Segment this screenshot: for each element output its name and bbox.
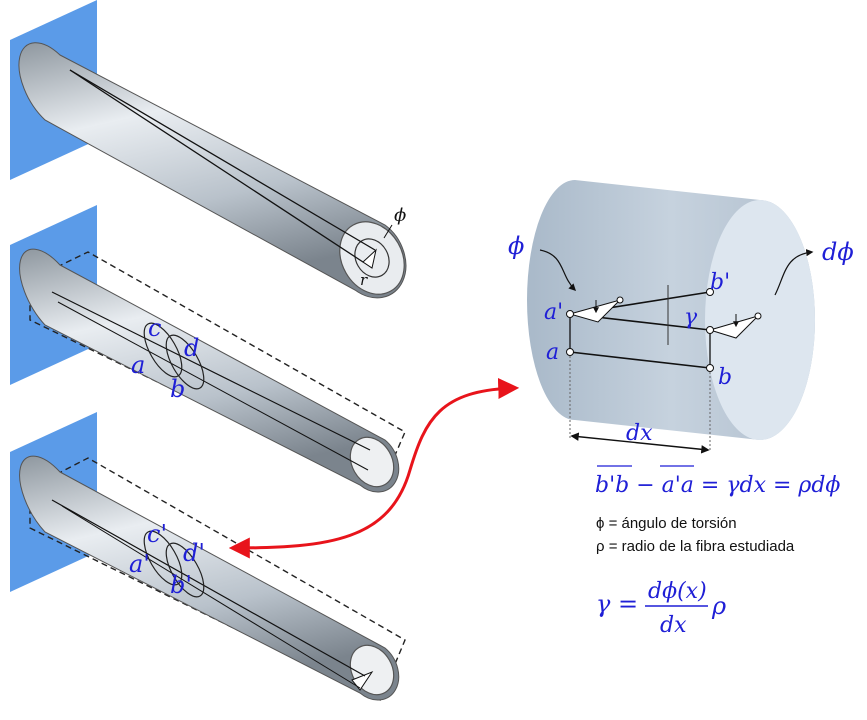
dphi-label-right: dϕ (822, 238, 854, 266)
legend-text-phi: = ángulo de torsión (604, 515, 736, 532)
gamma-formula-numerator: dϕ(x) (648, 579, 707, 604)
label-d-prime: d' (183, 539, 205, 567)
red-double-arrow (228, 377, 520, 559)
element-end-face (705, 200, 815, 440)
elem-label-b-prime: b' (710, 270, 730, 295)
svg-text:ρ = radio de la fibra estudiad: ρ = radio de la fibra estudiada (596, 538, 795, 555)
gamma-formula-lhs: γ = (596, 590, 638, 618)
elem-label-a: a (546, 340, 559, 365)
label-a: a (131, 351, 145, 379)
shear-equation: b'b − a'a = γdx = ρdϕ (595, 465, 840, 498)
shaft-bottom: c' d' a' b' (10, 412, 406, 701)
label-b-prime: b' (170, 571, 192, 599)
legend-text-rho: = radio de la fibra estudiada (605, 538, 795, 555)
shaft-top: ϕ r (10, 0, 407, 299)
gamma-formula-factor: ρ (711, 592, 726, 620)
label-c: c (148, 314, 161, 342)
phi-label-top: ϕ (394, 205, 406, 226)
gamma-formula-denominator: dx (660, 613, 687, 638)
gamma-label: γ (684, 305, 698, 330)
elem-label-a-prime: a' (544, 300, 563, 325)
label-b: b (170, 375, 185, 403)
element-cylinder: ϕ dϕ γ a' a b' b dx (508, 180, 854, 454)
legend: ϕ = ángulo de torsión ρ = radio de la fi… (596, 515, 795, 555)
equation-aa: a'a (662, 473, 694, 498)
svg-text:b'b − a'a = γdx = ρdϕ: b'b − a'a = γdx = ρdϕ (595, 473, 840, 498)
equation-minus: − (629, 473, 661, 498)
equation-bb: b'b (595, 473, 629, 498)
dphi-rotation-arrow (774, 249, 814, 296)
legend-symbol-phi: ϕ (596, 515, 604, 532)
elem-label-b: b (718, 365, 732, 390)
label-c-prime: c' (147, 520, 167, 548)
equation-rest: = γdx = ρdϕ (694, 473, 841, 498)
svg-text:ϕ = ángulo de torsión: ϕ = ángulo de torsión (596, 515, 737, 532)
phi-rotation-arrow (539, 249, 577, 292)
label-d: d (184, 334, 199, 362)
r-label: r (360, 271, 368, 289)
gamma-formula: γ = dϕ(x) dx ρ (596, 579, 726, 638)
phi-label-left: ϕ (508, 232, 524, 260)
legend-symbol-rho: ρ (596, 538, 605, 555)
dx-label: dx (626, 421, 653, 446)
label-a-prime: a' (129, 550, 150, 578)
